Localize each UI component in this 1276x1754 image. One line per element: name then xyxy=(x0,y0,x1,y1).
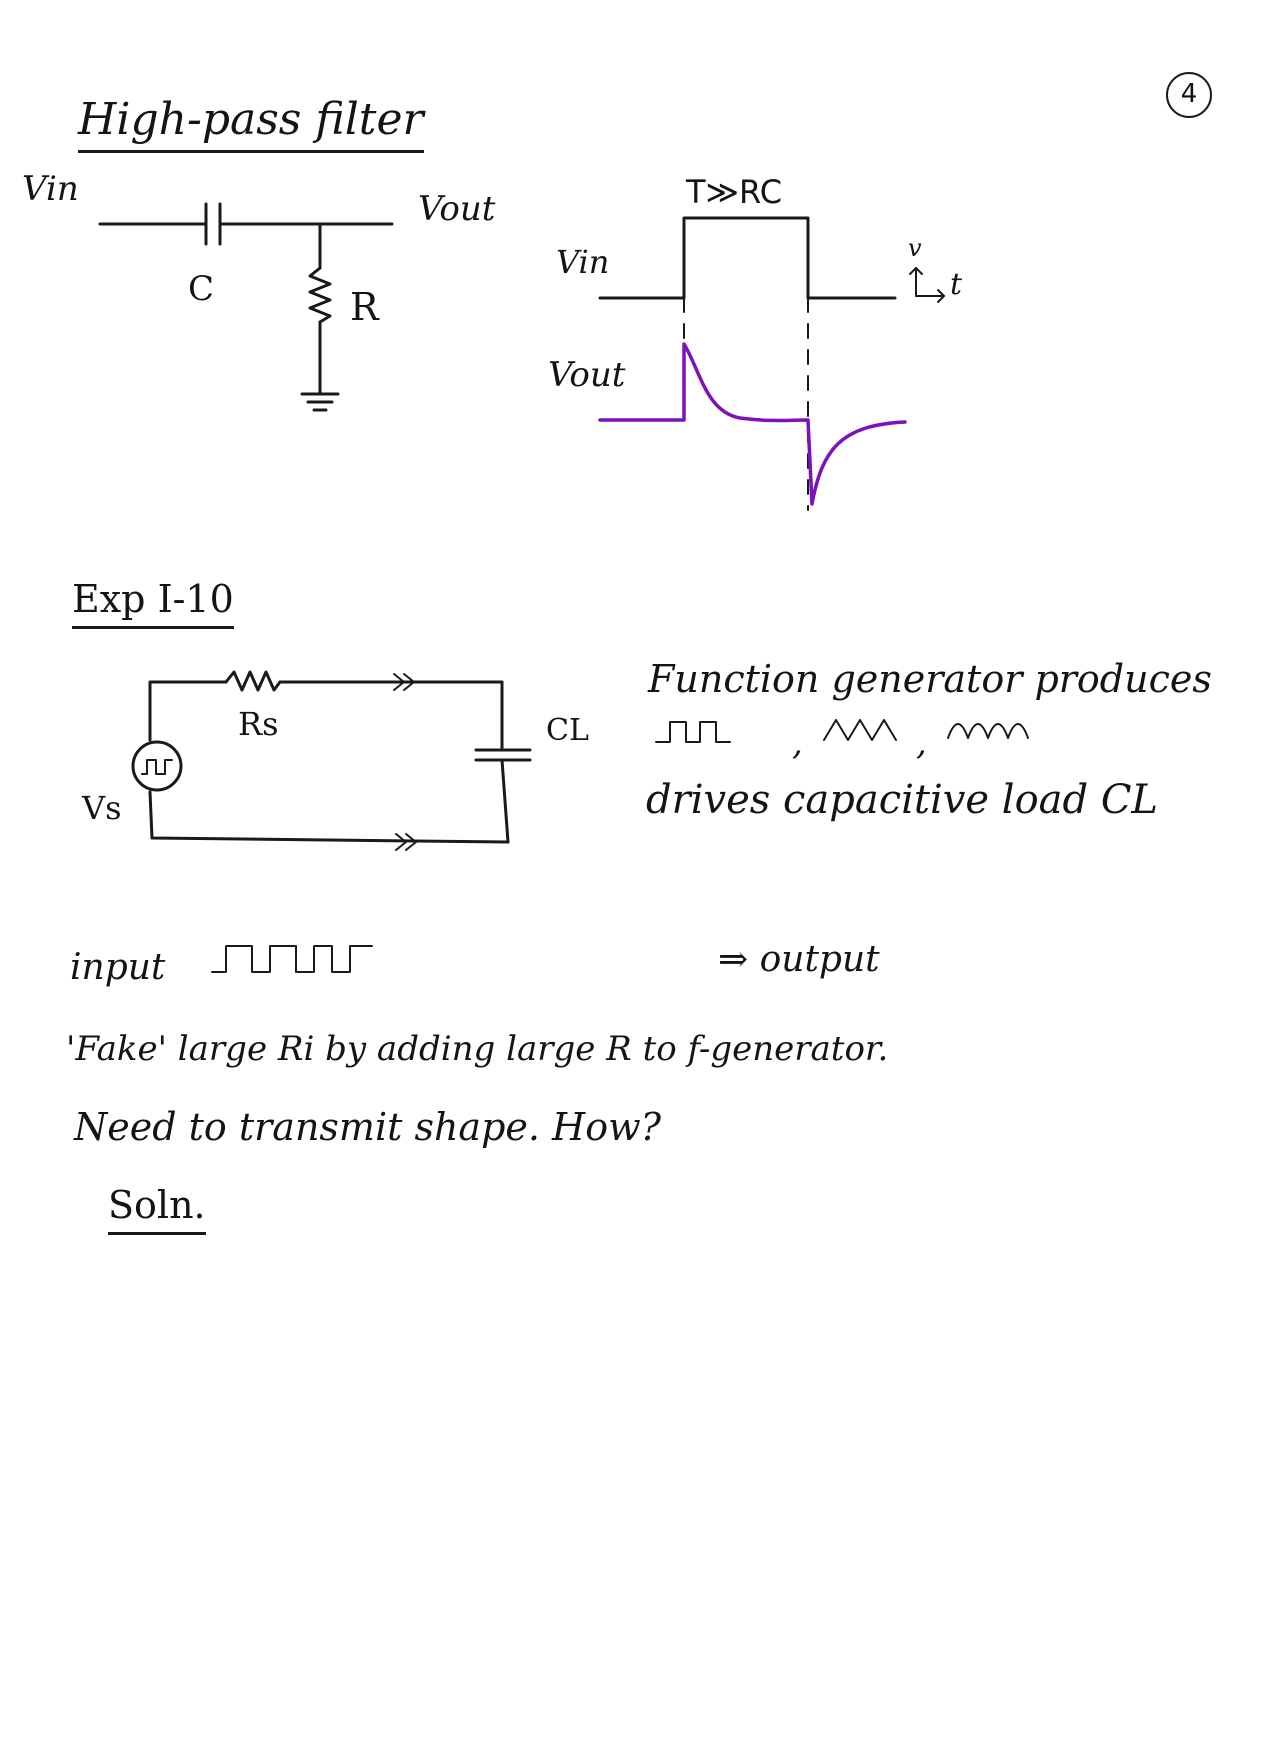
soln-label: Soln. xyxy=(108,1186,206,1235)
cl-label: CL xyxy=(546,713,589,748)
wave-vin-label: Vin xyxy=(556,243,610,281)
axis-t-label: t xyxy=(950,267,963,302)
sine-wave-glyph xyxy=(947,723,1029,739)
input-square-wave-glyph xyxy=(211,945,373,973)
square-wave-glyph xyxy=(655,721,731,743)
description-line-1: Function generator produces xyxy=(648,657,1212,701)
need-line: Need to transmit shape. How? xyxy=(74,1105,661,1149)
condition-label: T≫RC xyxy=(686,173,783,211)
output-label: ⇒ output xyxy=(718,939,880,980)
description-line-3: drives capacitive load CL xyxy=(646,777,1158,823)
vout-response-curve xyxy=(598,342,907,506)
triangle-wave-glyph xyxy=(823,719,897,741)
hp-capacitor-label: C xyxy=(188,269,215,309)
description-separator-2: , xyxy=(916,723,927,763)
section-title-exp: Exp I-10 xyxy=(72,580,234,629)
vs-label: Vs xyxy=(82,789,122,827)
description-separator-1: , xyxy=(792,723,803,763)
hp-resistor-label: R xyxy=(350,285,379,329)
waveform-plot xyxy=(598,216,945,511)
rs-label: Rs xyxy=(238,705,279,743)
axis-v-label: v xyxy=(908,234,922,262)
high-pass-circuit xyxy=(98,202,394,412)
hp-vin-label: Vin xyxy=(22,169,79,209)
wave-vout-label: Vout xyxy=(548,355,626,395)
input-label: input xyxy=(70,947,166,988)
fake-line: 'Fake' large Ri by adding large R to f-g… xyxy=(66,1029,889,1069)
exp-circuit xyxy=(131,670,532,851)
waveform-glyphs xyxy=(655,719,1029,743)
axis-indicator xyxy=(909,267,945,303)
source-square-wave-icon xyxy=(141,759,173,775)
vin-square-pulse xyxy=(598,216,897,300)
page-number: 4 xyxy=(1166,72,1212,118)
hp-vout-label: Vout xyxy=(418,189,496,229)
section-title-high-pass: High-pass filter xyxy=(78,98,424,153)
